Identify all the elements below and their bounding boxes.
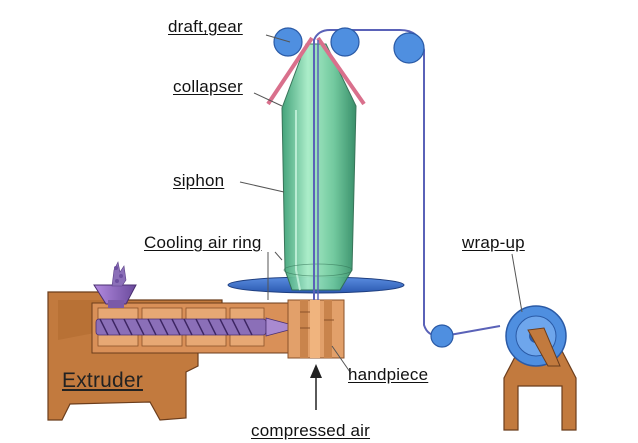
leader-lines <box>239 34 523 373</box>
handpiece-label: handpiece <box>348 365 429 384</box>
wrap-up-label: wrap-up <box>462 233 525 252</box>
extruder-body <box>47 291 303 421</box>
die-head <box>287 299 345 359</box>
draft-gear-label: draft,gear <box>168 17 243 36</box>
wrap-up-unit <box>503 305 577 431</box>
extruder-label: Extruder <box>62 369 143 392</box>
cooling-air-ring-label: Cooling air ring <box>144 233 262 252</box>
hopper <box>93 261 137 308</box>
compressed-air-label: compressed air <box>251 421 371 440</box>
collapser <box>266 36 366 106</box>
film-bubble <box>281 43 357 291</box>
guide-roller <box>430 324 454 348</box>
siphon-label: siphon <box>173 171 225 190</box>
extruder-screw <box>95 317 302 337</box>
draft-gear-rollers <box>273 27 425 64</box>
collapser-label: collapser <box>173 77 243 96</box>
compressed-air-arrow <box>310 364 322 410</box>
